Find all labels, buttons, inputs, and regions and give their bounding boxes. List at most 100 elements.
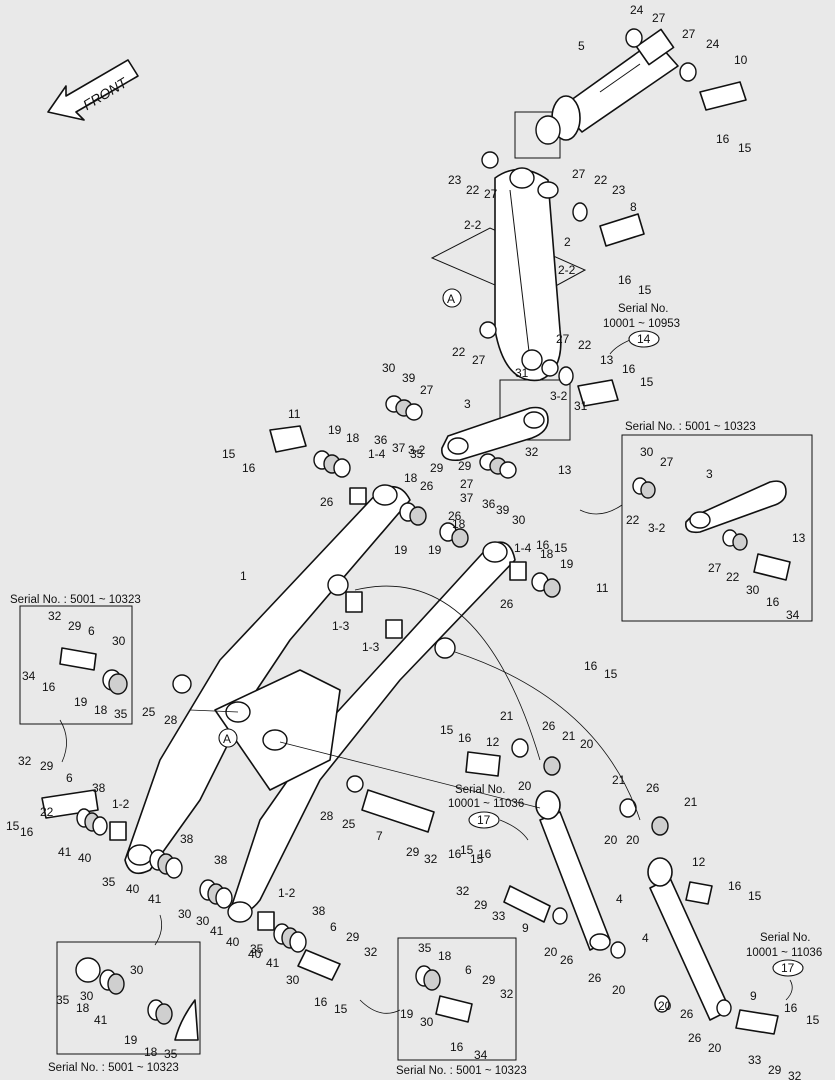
part-label: 1-4 — [514, 541, 532, 555]
part-label: 18 — [346, 431, 360, 445]
ref-plane-top — [514, 111, 561, 159]
part-label: 6 — [66, 771, 73, 785]
part-label: 13 — [600, 353, 614, 367]
part-label: 1 — [240, 569, 247, 583]
part-label: 19 — [124, 1033, 138, 1047]
part-label: 16 — [242, 461, 256, 475]
part-label: 15 — [460, 843, 474, 857]
part-label: 26 — [560, 953, 574, 967]
part-label: 30 — [420, 1015, 434, 1029]
part-label: 1-2 — [278, 886, 296, 900]
part-label: 32 — [456, 884, 470, 898]
pin-11-top — [269, 425, 307, 453]
part-label: 15 — [640, 375, 654, 389]
part-label: 32 — [525, 445, 539, 459]
part-label: 37 — [392, 441, 406, 455]
part-label: 9 — [522, 921, 529, 935]
part-label: 11 — [596, 581, 609, 595]
detail-box-bottom-left — [56, 941, 201, 1055]
part-label: 35 — [164, 1047, 178, 1061]
part-label: 16 — [314, 995, 328, 1009]
pin-8 — [572, 202, 645, 247]
part-label: 21 — [684, 795, 698, 809]
part-label: 19 — [394, 543, 408, 557]
part-label: 39 — [402, 371, 416, 385]
part-label: 23 — [448, 173, 462, 187]
pin-12 — [465, 751, 713, 905]
sn-box-left: Serial No. : 5001 ~ 10323 — [10, 594, 141, 606]
part-label: 18 — [404, 471, 418, 485]
part-label: 18 — [540, 547, 554, 561]
part-label: 33 — [492, 909, 506, 923]
part-label: 26 — [320, 495, 334, 509]
detail-box-bottom-center — [397, 937, 517, 1061]
part-label: 20 — [612, 983, 626, 997]
part-label: 28 — [320, 809, 334, 823]
pin-13-top — [558, 366, 619, 407]
part-label: 22 — [40, 805, 54, 819]
part-label: 31 — [515, 366, 529, 380]
part-label: 5 — [578, 39, 585, 53]
part-label: 16 — [20, 825, 34, 839]
part-label: 35 — [410, 447, 424, 461]
part-label: 2-2 — [558, 263, 576, 277]
part-label: 7 — [376, 829, 383, 843]
part-label: 1-3 — [332, 619, 350, 633]
part-label: 31 — [574, 399, 588, 413]
part-label: 13 — [558, 463, 572, 477]
part-label: 30 — [178, 907, 192, 921]
part-label: 15 — [806, 1013, 820, 1027]
detail-box-left — [19, 605, 133, 725]
part-label: 30 — [196, 914, 210, 928]
part-label: 38 — [180, 832, 194, 846]
part-label: 6 — [330, 920, 337, 934]
part-label: 2-2 — [464, 218, 482, 232]
part-label: 6 — [465, 963, 472, 977]
part-label: 27 — [652, 11, 666, 25]
part-label: 40 — [248, 947, 262, 961]
part-label: 32 — [424, 852, 438, 866]
part-label: 15 — [222, 447, 236, 461]
part-label: 18 — [452, 517, 466, 531]
part-label: 3 — [706, 467, 713, 481]
part-label: 26 — [500, 597, 514, 611]
callout-17b: 17 — [772, 959, 804, 977]
part-label: 26 — [588, 971, 602, 985]
part-label: 19 — [328, 423, 342, 437]
detail-bottom-left-content — [75, 957, 199, 1041]
detail-box-right — [621, 434, 813, 622]
part-label: 20 — [580, 737, 594, 751]
part-label: 38 — [92, 781, 106, 795]
part-label: 22 — [452, 345, 466, 359]
part-label: 27 — [472, 353, 486, 367]
part-label: 34 — [22, 669, 36, 683]
top-cylinder-5 — [535, 28, 679, 145]
part-label: 30 — [746, 583, 760, 597]
part-label: 15 — [470, 852, 484, 866]
part-label: 16 — [728, 879, 742, 893]
part-label: 3-2 — [408, 443, 426, 457]
part-label: 3-2 — [648, 521, 666, 535]
part-label: 22 — [466, 183, 480, 197]
part-label: 11 — [288, 407, 301, 421]
part-label: 19 — [74, 695, 88, 709]
part-label: 32 — [788, 1069, 802, 1080]
part-label: 30 — [130, 963, 144, 977]
part-label: 30 — [382, 361, 396, 375]
boom-1 — [124, 484, 516, 923]
part-label: 16 — [458, 731, 472, 745]
part-label: 29 — [768, 1063, 782, 1077]
part-label: 34 — [786, 608, 800, 622]
part-label: 27 — [556, 332, 570, 346]
part-label: 35 — [250, 942, 264, 956]
part-label: 30 — [512, 513, 526, 527]
part-label: 16 — [42, 680, 56, 694]
part-label: 40 — [226, 935, 240, 949]
part-label: 1-4 — [368, 447, 386, 461]
part-label: 20 — [518, 779, 532, 793]
part-label: 18 — [94, 703, 108, 717]
part-label: 34 — [474, 1048, 488, 1062]
part-label: 22 — [726, 570, 740, 584]
